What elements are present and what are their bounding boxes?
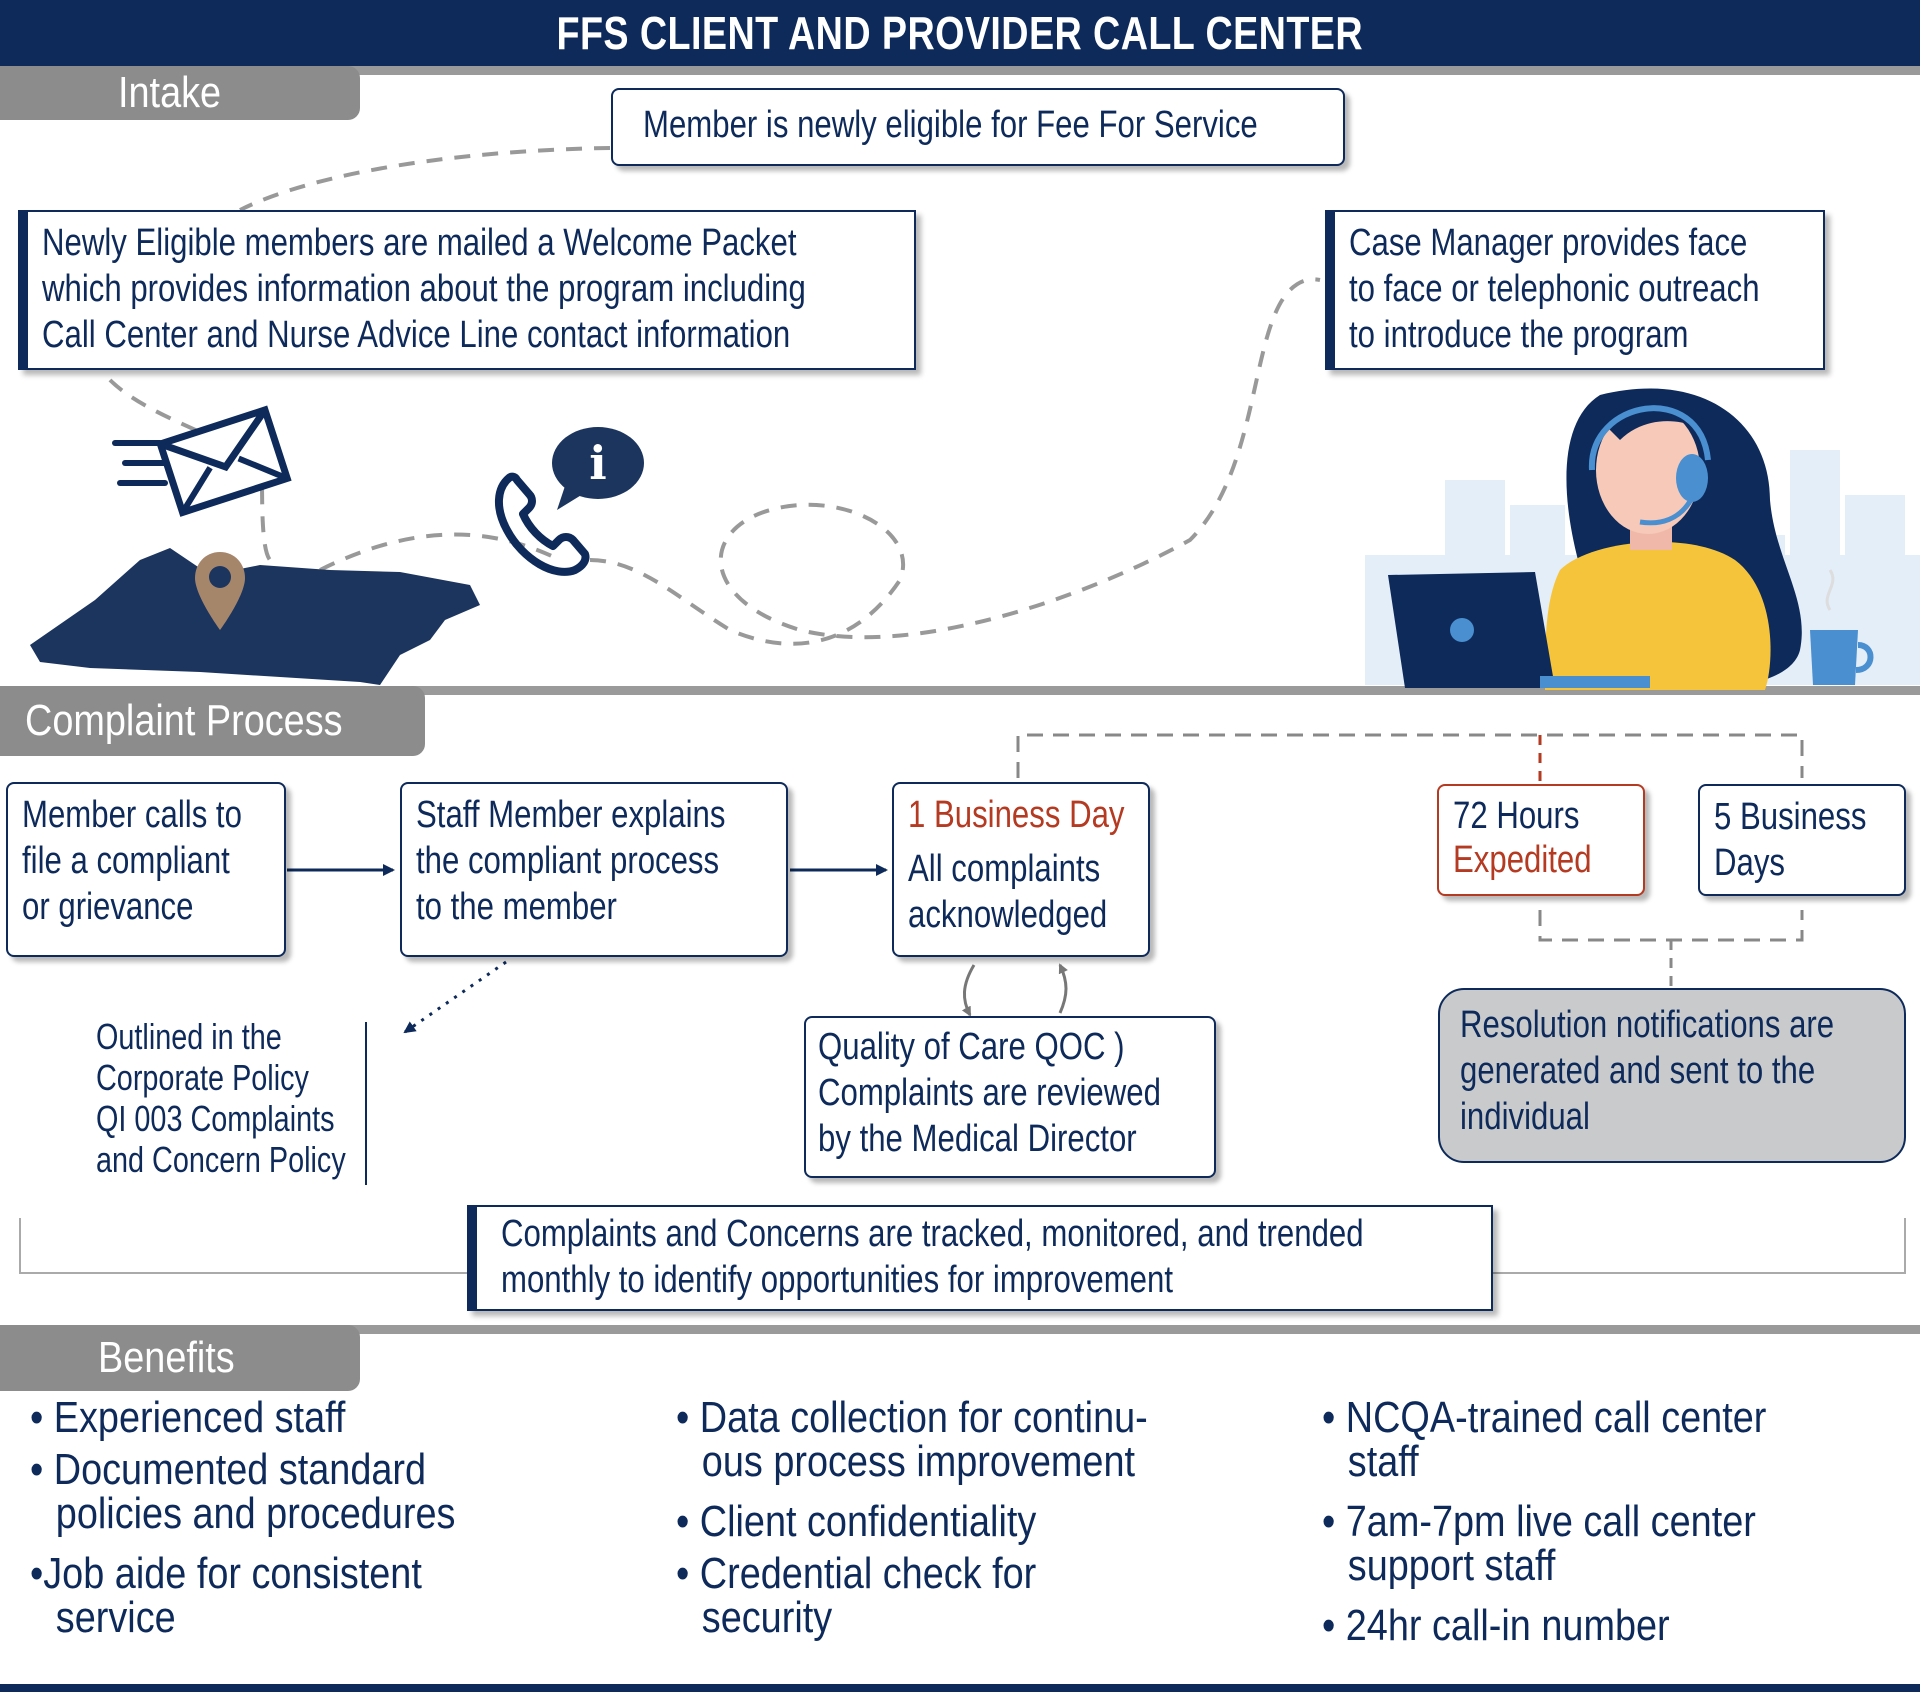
header-bar: FFS CLIENT AND PROVIDER CALL CENTER [0, 0, 1920, 66]
benefit-item: • 7am-7pm live call center support staff [1322, 1497, 1756, 1590]
case-manager-line-2: to face or telephonic outreach [1349, 268, 1760, 310]
location-pin-icon [195, 552, 245, 630]
tracked-line-1: Complaints and Concerns are tracked, mon… [501, 1213, 1364, 1255]
intake-dashed-path-c [319, 532, 561, 572]
business-day-title: 1 Business Day [908, 794, 1125, 836]
phone-icon [495, 472, 590, 576]
section-label-intake: Intake [118, 68, 222, 117]
intake-rule [0, 66, 1920, 75]
benefit-item: • NCQA-trained call center staff [1322, 1393, 1767, 1486]
member-calls-box: Member calls to file a compliant or grie… [6, 782, 286, 957]
section-tab-benefits: Benefits [0, 1325, 360, 1391]
tracked-box: Complaints and Concerns are tracked, mon… [467, 1205, 1493, 1311]
staff-explains-line-2: the compliant process [416, 840, 720, 882]
tracked-line-2: monthly to identify opportunities for im… [501, 1259, 1174, 1301]
qoc-line-1: Quality of Care QOC ) [818, 1026, 1125, 1068]
business-day-box: 1 Business Day All complaints acknowledg… [892, 782, 1150, 957]
section-label-complaint: Complaint Process [25, 696, 343, 745]
dotted-to-policy [403, 960, 507, 1034]
welcome-line-3: Call Center and Nurse Advice Line contac… [42, 314, 791, 356]
benefit-item: • Credential check for security [676, 1549, 1037, 1642]
qoc-arrow-up [1058, 963, 1068, 1014]
benefits-column-2: • Data collection for continu-ous proces… [676, 1396, 1276, 1656]
dashed-bracket-top [1016, 733, 1804, 778]
qoc-line-2: Complaints are reviewed [818, 1072, 1161, 1114]
expedited-text: Expedited [1453, 839, 1592, 881]
bottom-rule [0, 1684, 1920, 1692]
case-manager-line-3: to introduce the program [1349, 314, 1689, 356]
intake-dashed-path-a [239, 146, 611, 212]
benefit-item: • Data collection for continu-ous proces… [676, 1393, 1148, 1486]
member-calls-line-3: or grievance [22, 886, 194, 928]
resolution-box: Resolution notifications are generated a… [1438, 988, 1906, 1163]
benefit-item: •Job aide for consistent service [30, 1549, 422, 1642]
staff-explains-line-3: to the member [416, 886, 617, 928]
benefits-column-1: • Experienced staff • Documented standar… [30, 1396, 590, 1656]
five-days-box: 5 Business Days [1698, 784, 1906, 896]
info-icon: i [552, 427, 644, 510]
svg-text:i: i [589, 436, 606, 490]
qoc-line-3: by the Medical Director [818, 1118, 1137, 1160]
expedited-box: 72 Hours Expedited [1437, 784, 1645, 896]
policy-line-3: QI 003 Complaints [96, 1098, 335, 1139]
five-days-line-1: 5 Business [1714, 796, 1867, 838]
welcome-line-1: Newly Eligible members are mailed a Welc… [42, 222, 797, 264]
member-calls-line-1: Member calls to [22, 794, 242, 836]
newly-eligible-box: Member is newly eligible for Fee For Ser… [611, 88, 1345, 166]
benefit-item: • Documented standard policies and proce… [30, 1445, 456, 1538]
resolution-line-2: generated and sent to the [1460, 1050, 1816, 1092]
case-manager-line-1: Case Manager provides face [1349, 222, 1748, 264]
benefit-item: • Experienced staff [30, 1393, 346, 1442]
qoc-arrow-down [961, 964, 976, 1017]
page-title: FFS CLIENT AND PROVIDER CALL CENTER [556, 7, 1364, 59]
mug-icon [1810, 569, 1874, 685]
newly-eligible-text: Member is newly eligible for Fee For Ser… [643, 104, 1258, 146]
policy-line-2: Corporate Policy [96, 1057, 309, 1098]
expedited-title: 72 Hours [1453, 795, 1580, 837]
resolution-line-3: individual [1460, 1096, 1590, 1138]
dashed-bracket-bottom [1538, 910, 1804, 942]
member-calls-line-2: file a compliant [22, 840, 230, 882]
five-days-line-2: Days [1714, 842, 1785, 884]
case-manager-box: Case Manager provides face to face or te… [1325, 210, 1825, 370]
staff-explains-line-1: Staff Member explains [416, 794, 726, 836]
business-day-line-1: All complaints [908, 848, 1101, 890]
resolution-line-1: Resolution notifications are [1460, 1004, 1835, 1046]
benefit-item: • 24hr call-in number [1322, 1601, 1670, 1650]
section-label-benefits: Benefits [98, 1333, 235, 1382]
intake-dashed-path-d [589, 277, 1321, 646]
business-day-line-2: acknowledged [908, 894, 1108, 936]
map-icon [30, 548, 480, 685]
welcome-line-2: which provides information about the pro… [42, 268, 806, 310]
welcome-packet-box: Newly Eligible members are mailed a Welc… [18, 210, 916, 370]
envelope-icon [112, 405, 292, 517]
policy-line-1: Outlined in the [96, 1016, 282, 1057]
policy-note: Outlined in the Corporate Policy QI 003 … [96, 1016, 366, 1180]
policy-line-4: and Concern Policy [96, 1139, 346, 1180]
benefits-rule [0, 1325, 1920, 1334]
staff-explains-box: Staff Member explains the compliant proc… [400, 782, 788, 957]
benefits-column-3: • NCQA-trained call center staff • 7am-7… [1322, 1396, 1902, 1656]
laptop-icon [1388, 572, 1650, 688]
benefit-item: • Client confidentiality [676, 1497, 1037, 1546]
section-tab-intake: Intake [0, 66, 360, 120]
complaint-rule [0, 686, 1920, 695]
section-tab-complaint: Complaint Process [0, 686, 425, 756]
qoc-box: Quality of Care QOC ) Complaints are rev… [804, 1016, 1216, 1178]
